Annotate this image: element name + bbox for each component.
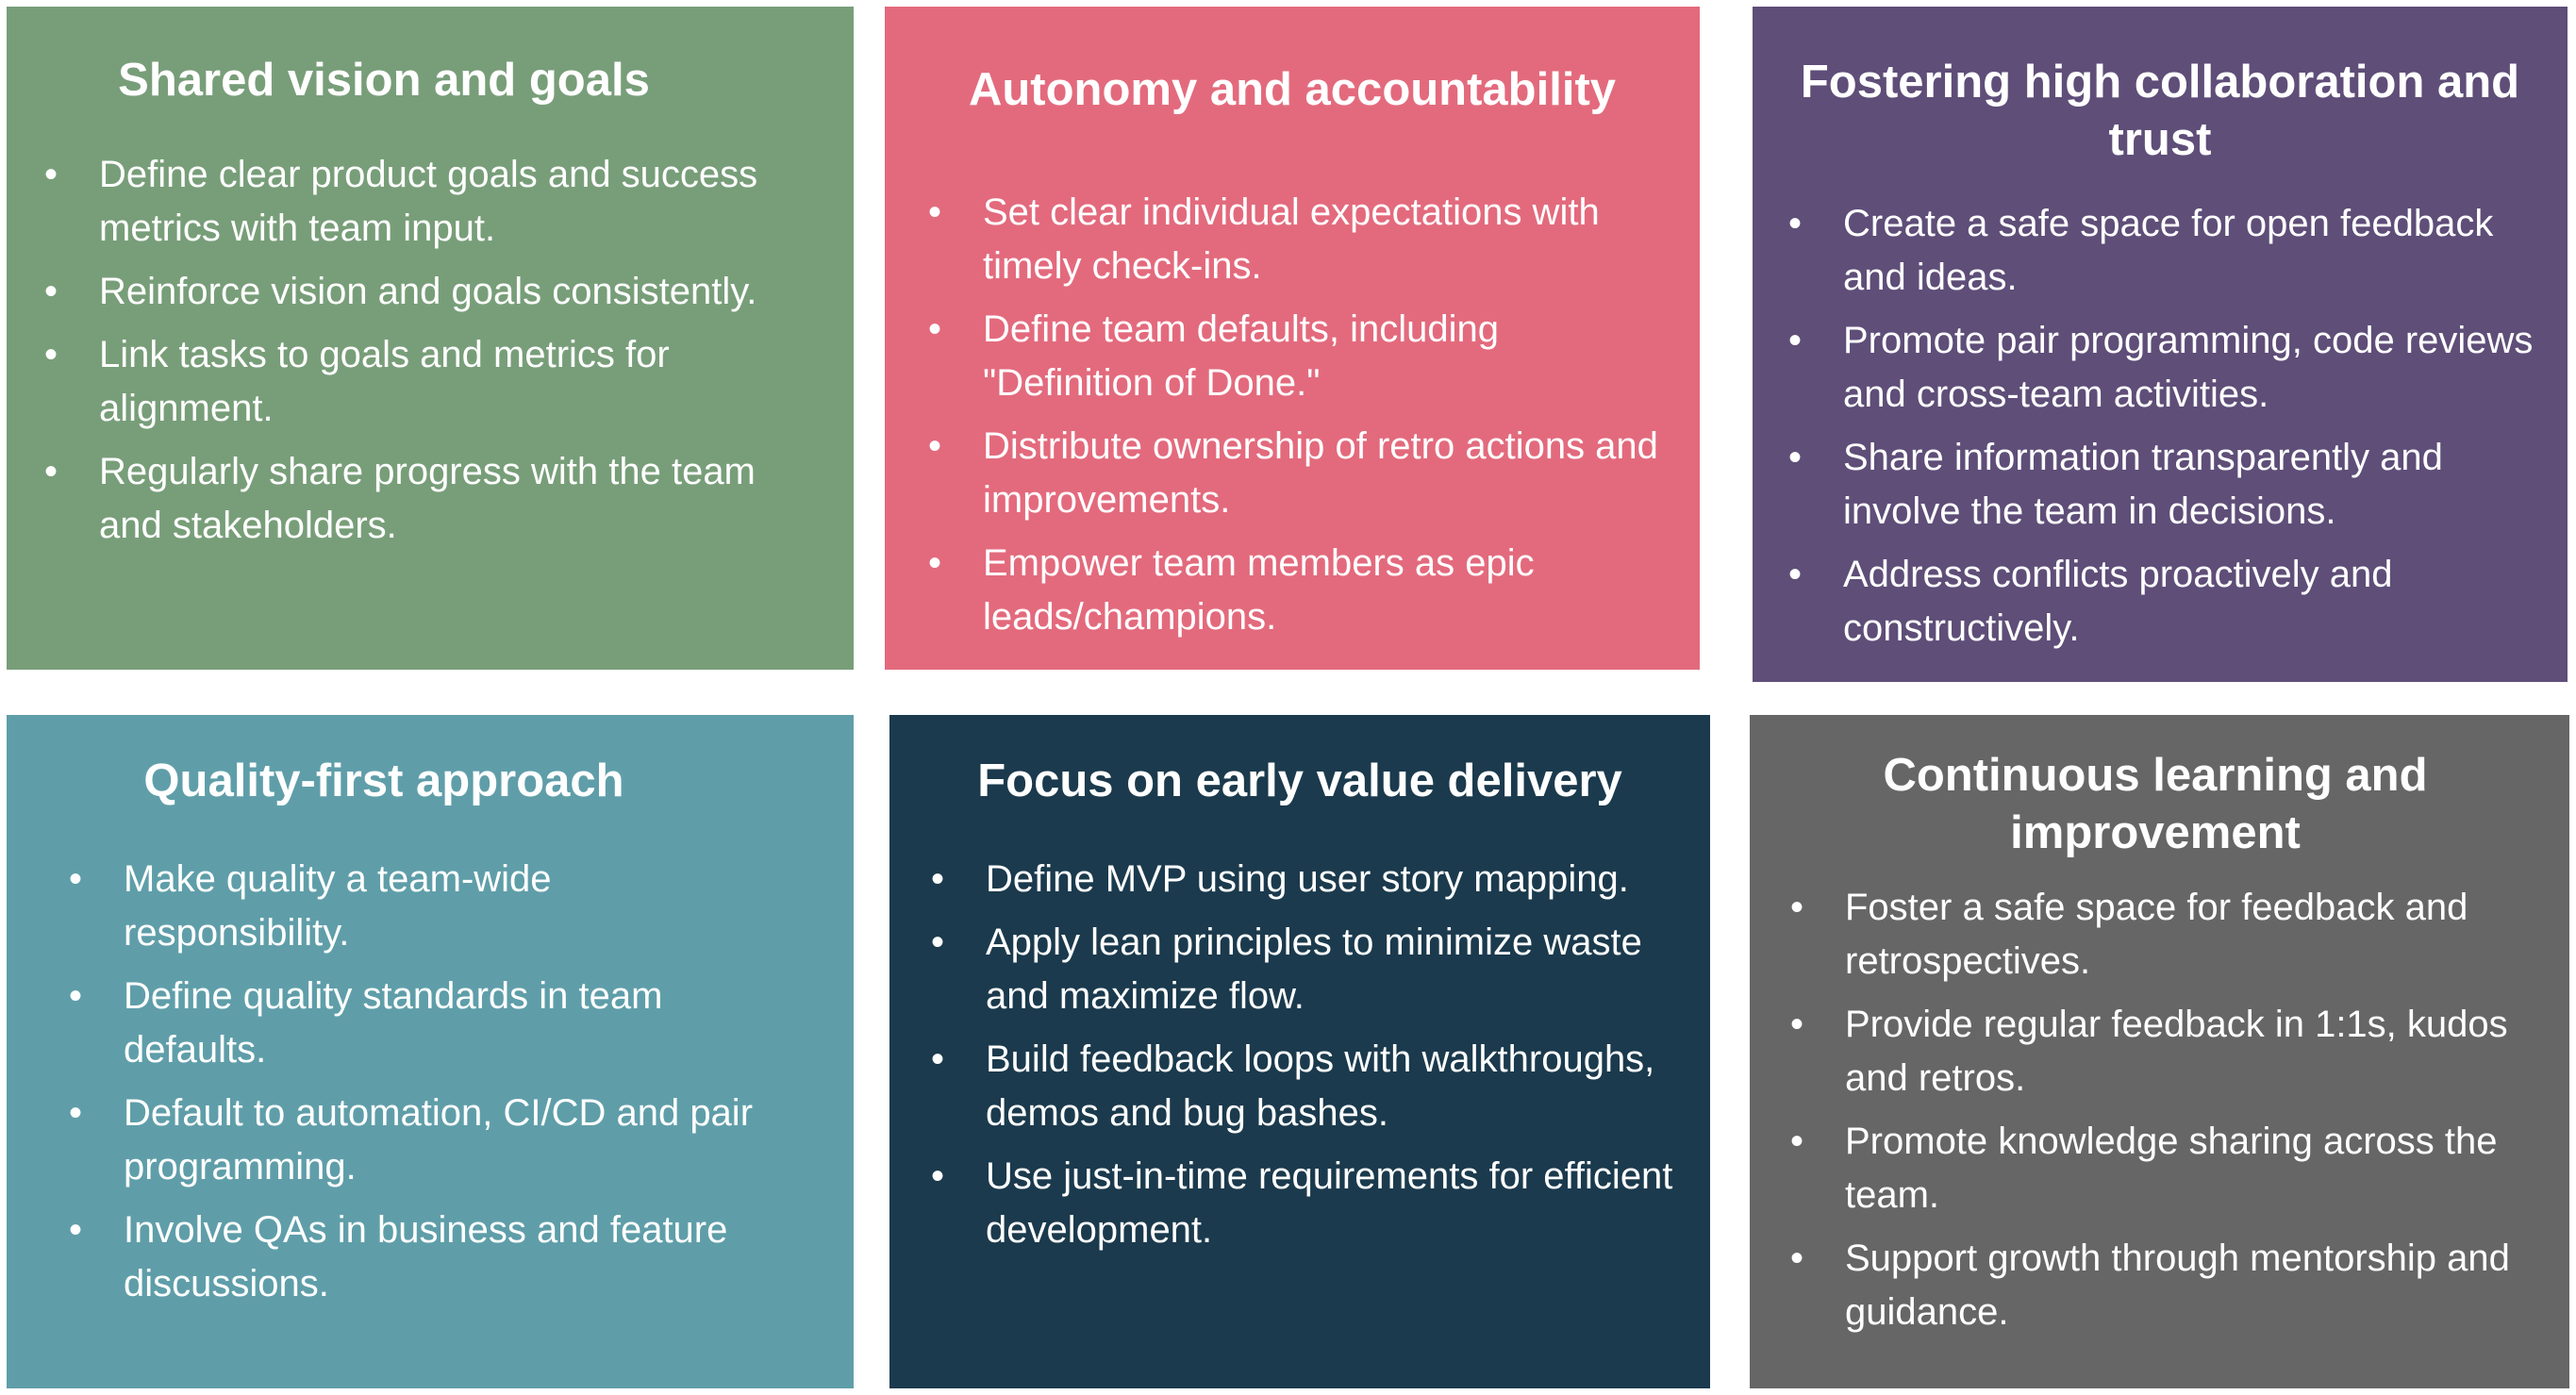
bullet-icon: •	[928, 308, 942, 350]
bullet-icon: •	[931, 858, 945, 900]
list-item: • Reinforce vision and goals consistently…	[44, 265, 759, 319]
list-item: • Set clear individual expectations with …	[928, 186, 1662, 293]
list-item-text: Promote knowledge sharing across the tea…	[1845, 1121, 2498, 1216]
list-item: • Provide regular feedback in 1:1s, kudos…	[1790, 998, 2543, 1105]
list-item: • Define team defaults, including "Defini…	[928, 303, 1662, 410]
card-collaboration: Fostering high collaboration and trust •…	[1753, 7, 2568, 682]
list-item: • Link tasks to goals and metrics for ali…	[44, 328, 759, 436]
list-item-text: Define team defaults, including "Definit…	[983, 308, 1499, 404]
list-item: • Build feedback loops with walkthroughs,…	[931, 1033, 1684, 1140]
list-item: • Promote pair programming, code reviews …	[1788, 314, 2541, 422]
bullet-icon: •	[931, 1155, 945, 1197]
bullet-icon: •	[1790, 1004, 1804, 1045]
list-item: • Involve QAs in business and feature dis…	[69, 1204, 784, 1311]
list-item-text: Reinforce vision and goals consistently.	[99, 271, 757, 312]
list-item-text: Regularly share progress with the team a…	[99, 451, 756, 546]
bullet-icon: •	[69, 858, 83, 900]
card-list: • Set clear individual expectations with …	[928, 186, 1662, 654]
card-list: • Make quality a team-wide responsibility…	[69, 853, 784, 1320]
card-list: • Define clear product goals and success …	[44, 148, 759, 562]
bullet-icon: •	[44, 154, 58, 195]
list-item-text: Apply lean principles to minimize waste …	[986, 922, 1642, 1017]
bullet-icon: •	[928, 542, 942, 584]
list-item: • Define quality standards in team defaul…	[69, 970, 784, 1077]
list-item-text: Define quality standards in team default…	[124, 975, 663, 1071]
list-item-text: Distribute ownership of retro actions an…	[983, 425, 1658, 521]
list-item-text: Use just-in-time requirements for effici…	[986, 1155, 1673, 1251]
list-item: • Address conflicts proactively and const…	[1788, 548, 2541, 656]
bullet-icon: •	[69, 1092, 83, 1134]
card-list: • Create a safe space for open feedback a…	[1788, 197, 2541, 665]
bullet-icon: •	[1788, 437, 1803, 478]
list-item: • Use just-in-time requirements for effic…	[931, 1150, 1684, 1257]
card-list: • Foster a safe space for feedback and re…	[1790, 881, 2543, 1349]
list-item-text: Share information transparently and invo…	[1843, 437, 2443, 532]
list-item-text: Support growth through mentorship and gu…	[1845, 1237, 2510, 1333]
list-item-text: Default to automation, CI/CD and pair pr…	[124, 1092, 754, 1187]
bullet-icon: •	[1790, 1237, 1804, 1279]
list-item: • Foster a safe space for feedback and re…	[1790, 881, 2543, 988]
card-title: Focus on early value delivery	[977, 756, 1622, 806]
list-item-text: Set clear individual expectations with t…	[983, 191, 1600, 287]
list-item-text: Define clear product goals and success m…	[99, 154, 758, 249]
list-item: • Regularly share progress with the team …	[44, 445, 759, 553]
list-item: • Define clear product goals and success …	[44, 148, 759, 256]
list-item-text: Address conflicts proactively and constr…	[1843, 554, 2393, 649]
list-item-text: Make quality a team-wide responsibility.	[124, 858, 552, 954]
list-item: • Create a safe space for open feedback a…	[1788, 197, 2541, 305]
list-item-text: Link tasks to goals and metrics for alig…	[99, 334, 670, 429]
bullet-icon: •	[1788, 203, 1803, 244]
list-item-text: Involve QAs in business and feature disc…	[124, 1209, 728, 1304]
list-item-text: Empower team members as epic leads/champ…	[983, 542, 1535, 638]
card-shared-vision: Shared vision and goals • Define clear pr…	[7, 7, 854, 670]
list-item-text: Create a safe space for open feedback an…	[1843, 203, 2494, 298]
bullet-icon: •	[1788, 554, 1803, 595]
list-item-text: Promote pair programming, code reviews a…	[1843, 320, 2534, 415]
list-item-text: Define MVP using user story mapping.	[986, 858, 1629, 900]
list-item: • Distribute ownership of retro actions a…	[928, 420, 1662, 527]
bullet-icon: •	[69, 1209, 83, 1251]
bullet-icon: •	[931, 922, 945, 963]
list-item-text: Build feedback loops with walkthroughs, …	[986, 1038, 1655, 1134]
list-item: • Share information transparently and inv…	[1788, 431, 2541, 539]
card-title: Shared vision and goals	[118, 55, 650, 106]
bullet-icon: •	[1788, 320, 1803, 361]
card-continuous-learning: Continuous learning and improvement • Fos…	[1750, 715, 2569, 1388]
bullet-icon: •	[44, 451, 58, 492]
list-item-text: Foster a safe space for feedback and ret…	[1845, 887, 2468, 982]
bullet-icon: •	[931, 1038, 945, 1080]
bullet-icon: •	[1790, 1121, 1804, 1162]
list-item: • Define MVP using user story mapping.	[931, 853, 1684, 906]
card-title: Fostering high collaboration and trust	[1800, 57, 2520, 165]
list-item: • Apply lean principles to minimize waste…	[931, 916, 1684, 1023]
card-early-value: Focus on early value delivery • Define MV…	[889, 715, 1710, 1388]
card-title: Continuous learning and improvement	[1883, 750, 2428, 858]
bullet-icon: •	[928, 425, 942, 467]
list-item: • Make quality a team-wide responsibility…	[69, 853, 784, 960]
list-item-text: Provide regular feedback in 1:1s, kudos …	[1845, 1004, 2508, 1099]
list-item: • Support growth through mentorship and g…	[1790, 1232, 2543, 1339]
card-quality-first: Quality-first approach • Make quality a t…	[7, 715, 854, 1388]
list-item: • Default to automation, CI/CD and pair p…	[69, 1087, 784, 1194]
bullet-icon: •	[1790, 887, 1804, 928]
card-autonomy: Autonomy and accountability • Set clear i…	[885, 7, 1700, 670]
list-item: • Empower team members as epic leads/cham…	[928, 537, 1662, 644]
bullet-icon: •	[44, 271, 58, 312]
card-list: • Define MVP using user story mapping. • A…	[931, 853, 1684, 1267]
list-item: • Promote knowledge sharing across the te…	[1790, 1115, 2543, 1222]
bullet-icon: •	[69, 975, 83, 1017]
card-title: Quality-first approach	[143, 756, 624, 806]
bullet-icon: •	[928, 191, 942, 233]
card-title: Autonomy and accountability	[968, 64, 1617, 115]
bullet-icon: •	[44, 334, 58, 375]
